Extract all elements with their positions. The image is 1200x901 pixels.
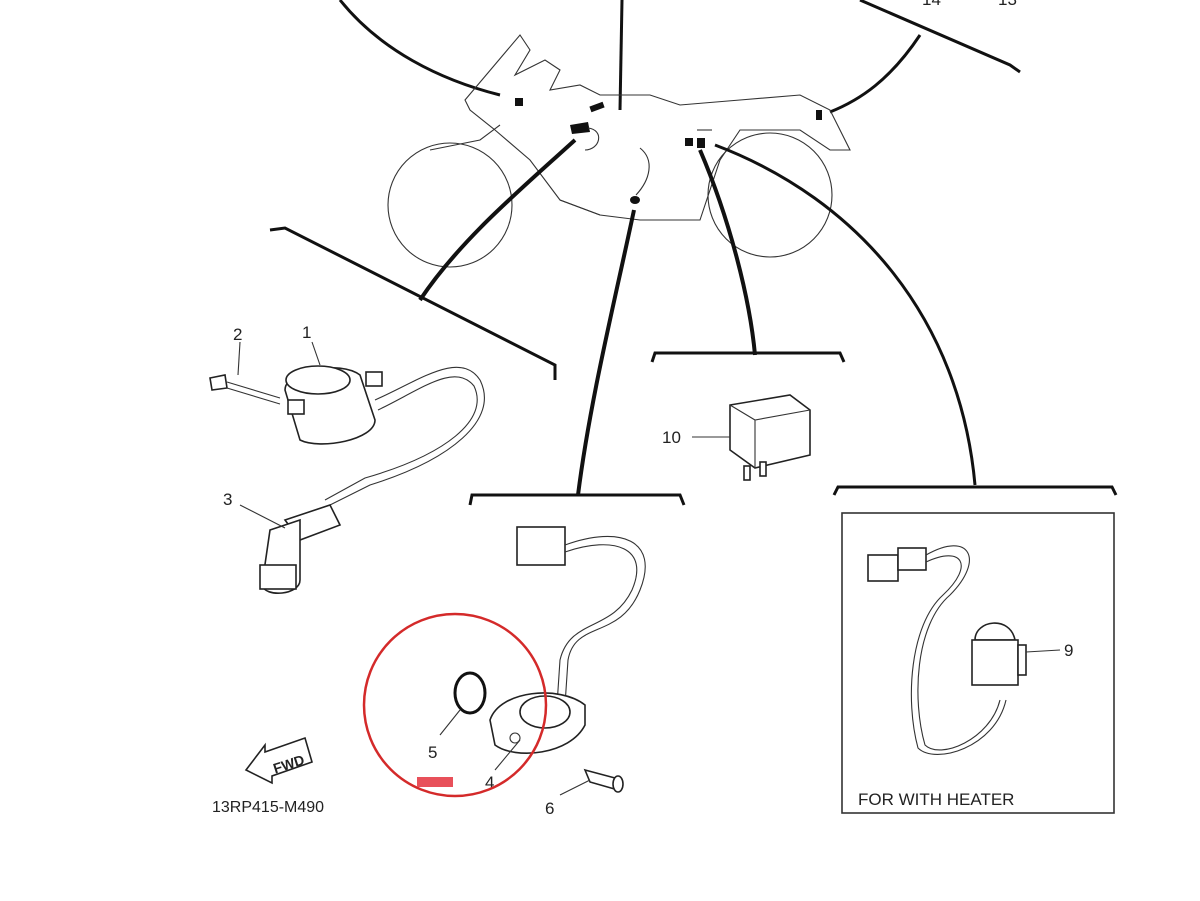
callout-14: 14 <box>922 0 941 9</box>
o-ring <box>453 671 487 715</box>
heater-inset-box <box>841 512 1115 814</box>
leader-heater <box>714 143 977 486</box>
leader-top-center <box>618 0 624 111</box>
callout-2: 2 <box>233 325 242 344</box>
callout-6: 6 <box>545 799 554 818</box>
leader-top-right <box>859 0 1021 74</box>
callout-3: 3 <box>223 490 232 509</box>
diagram-code: 13RP415-M490 <box>212 799 324 816</box>
relay-part <box>729 394 811 481</box>
sensor-part <box>453 526 646 793</box>
inset-label: FOR WITH HEATER <box>858 790 1014 809</box>
callout-4: 4 <box>485 773 494 792</box>
motorcycle-outline <box>387 34 851 268</box>
callout-10: 10 <box>662 428 681 447</box>
callout-5: 5 <box>428 743 437 762</box>
bracket-sensor <box>468 493 686 506</box>
highlight-circle <box>362 612 548 798</box>
fwd-arrow-icon: FWD <box>244 736 313 785</box>
callout-9: 9 <box>1064 641 1073 660</box>
bracket-heater <box>832 485 1118 496</box>
spark-plug-cap-part <box>259 504 342 594</box>
highlight-mark <box>417 777 453 787</box>
bracket-coil <box>269 226 557 380</box>
heater-part <box>867 545 1027 755</box>
leader-13 <box>829 34 922 114</box>
leader-coil <box>418 138 577 302</box>
leader-relay <box>698 149 757 356</box>
callout-1: 1 <box>302 323 311 342</box>
ignition-coil-part <box>209 365 485 506</box>
callout-13: 13 <box>998 0 1017 9</box>
leader-sensor <box>576 209 636 496</box>
leader-top-left <box>338 0 501 97</box>
bracket-relay <box>650 351 846 363</box>
